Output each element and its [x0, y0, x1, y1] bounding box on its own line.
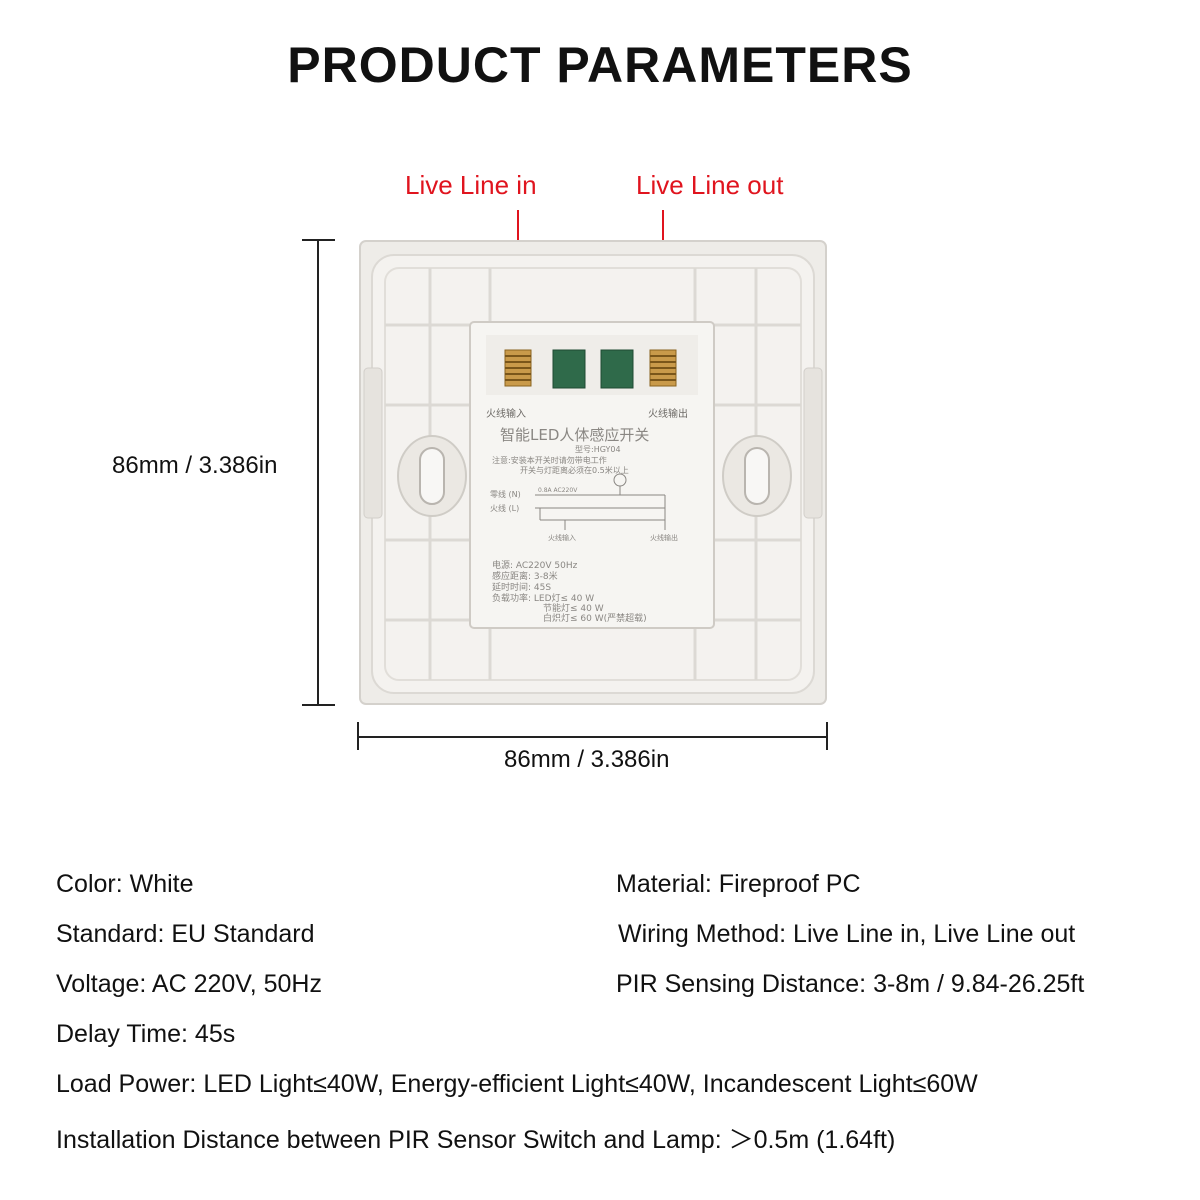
wire-in-label: 火线输入 — [548, 534, 576, 542]
spec-power-label: 电源: AC220V 50Hz — [492, 561, 578, 571]
spec-delay-time: Delay Time: 45s — [56, 1020, 236, 1048]
height-dimension-line — [302, 239, 335, 706]
spec-distance-label: 感应距离: 3-8米 — [492, 572, 558, 582]
spec-material: Material: Fireproof PC — [616, 870, 861, 898]
wiring-diagram — [535, 473, 666, 530]
spec-voltage: Voltage: AC 220V, 50Hz — [56, 970, 322, 998]
spec-pir-distance: PIR Sensing Distance: 3-8m / 9.84-26.25f… — [616, 970, 1085, 998]
live-label: 火线 (L) — [490, 504, 520, 513]
product-name-label: 智能LED人体感应开关 — [500, 426, 650, 444]
model-label: 型号:HGY04 — [575, 445, 621, 454]
note-line-1: 注意:安装本开关时请勿带电工作 — [492, 456, 607, 465]
spec-load2-label: 节能灯≤ 40 W — [543, 604, 604, 614]
spec-load3-label: 白炽灯≤ 60 W(严禁超载) — [543, 614, 647, 624]
neutral-label: 零线 (N) — [490, 490, 521, 499]
note-line-2: 开关与灯距离必须在0.5米以上 — [520, 466, 629, 475]
width-dimension-line — [357, 722, 828, 750]
rating-label: 0.8A AC220V — [538, 487, 578, 494]
spec-color: Color: White — [56, 870, 194, 898]
terminal-live-out — [649, 349, 677, 387]
sensor-module — [469, 321, 715, 629]
led-window-right — [600, 349, 634, 389]
spec-standard: Standard: EU Standard — [56, 920, 315, 948]
spec-wiring-method: Wiring Method: Live Line in, Live Line o… — [618, 920, 1076, 948]
spec-load-label: 负载功率: LED灯≤ 40 W — [492, 594, 595, 604]
wire-out-label: 火线输出 — [650, 534, 678, 542]
live-line-in-callout: Live Line in — [405, 170, 537, 200]
spec-installation-distance: Installation Distance between PIR Sensor… — [56, 1126, 896, 1154]
terminal-live-in — [504, 349, 532, 387]
live-line-out-callout: Live Line out — [636, 170, 784, 200]
led-window-left — [552, 349, 586, 389]
terminal-in-label: 火线输入 — [486, 409, 526, 420]
terminal-out-label: 火线输出 — [648, 409, 688, 420]
screw-slot-left — [397, 435, 467, 517]
spec-load-power: Load Power: LED Light≤40W, Energy-effici… — [56, 1070, 978, 1098]
switch-back-figure — [302, 210, 828, 750]
spec-delay-label: 延时时间: 45S — [492, 583, 552, 593]
width-dimension-label: 86mm / 3.386in — [504, 746, 670, 773]
height-dimension-label: 86mm / 3.386in — [112, 452, 278, 479]
screw-slot-right — [722, 435, 792, 517]
page-title: PRODUCT PARAMETERS — [287, 37, 913, 93]
